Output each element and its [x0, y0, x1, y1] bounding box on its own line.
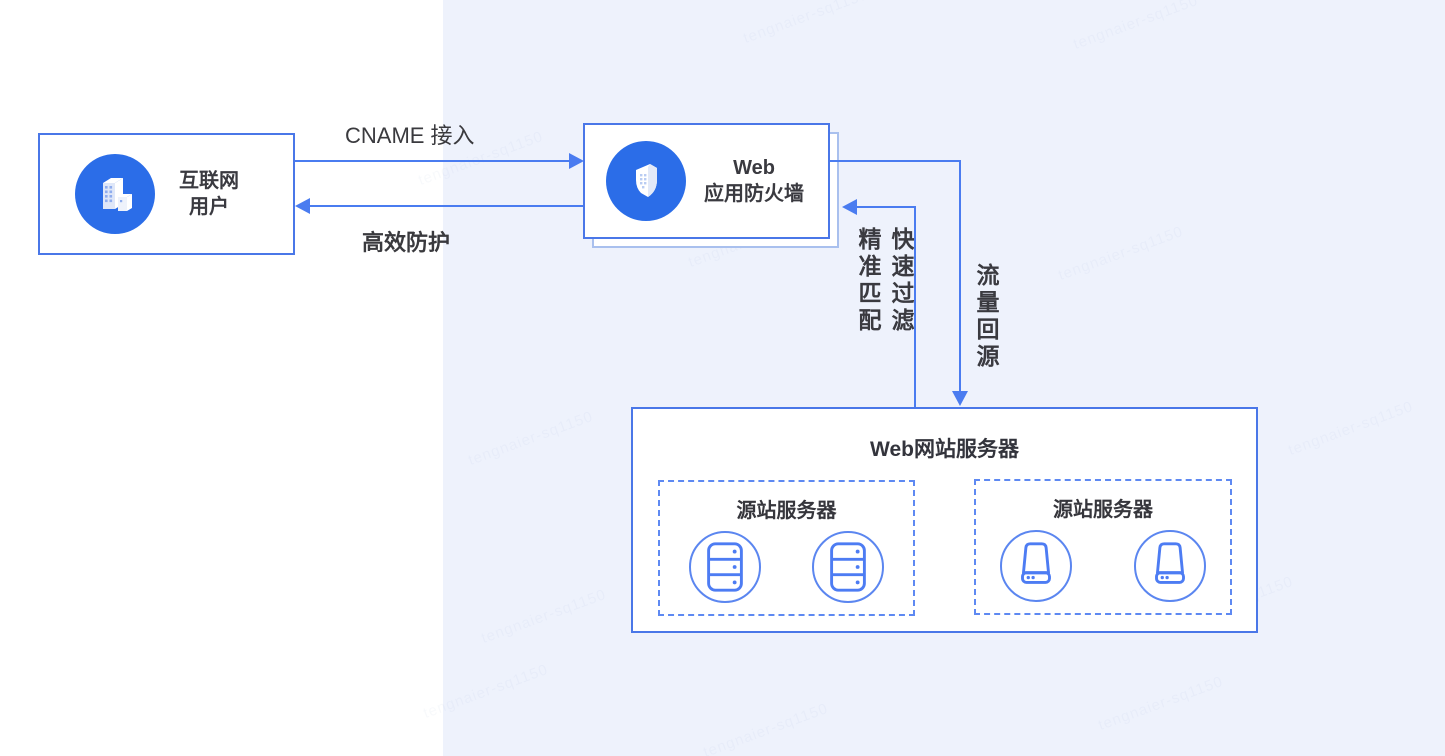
web-server-group-title: Web网站服务器 [870, 438, 1019, 461]
web-server-group-box: Web网站服务器 源站服务器 [631, 407, 1258, 633]
origin-group-label: 源站服务器 [736, 500, 837, 522]
cname-label: CNAME 接入 [345, 123, 475, 148]
server-rack-icon [812, 531, 884, 603]
origin-group-box-2: 源站服务器 [974, 479, 1232, 615]
server-host-icon [1134, 530, 1206, 602]
internet-user-label-line1: 互联网 [179, 170, 239, 192]
server-host-icon [1000, 530, 1072, 602]
arrowhead-protection [295, 198, 310, 214]
origin-group-label: 源站服务器 [1053, 499, 1153, 521]
shield-icon [606, 141, 686, 221]
waf-node: Web 应用防火墙 [583, 123, 830, 239]
background-panel [443, 0, 1445, 756]
upstream-label-precise-match: 精准匹配 [855, 227, 881, 335]
building-icon [75, 154, 155, 234]
upstream-label-fast-filter: 快速过滤 [888, 227, 914, 335]
server-rack-icon [689, 531, 761, 603]
waf-label: Web 应用防火墙 [704, 155, 804, 207]
origin-group-box-1: 源站服务器 [658, 480, 915, 616]
back-to-origin-label: 流量回源 [973, 263, 999, 371]
internet-user-node: 互联网 用户 [38, 133, 295, 255]
waf-label-line2: 应用防火墙 [704, 183, 804, 205]
waf-label-line1: Web [733, 157, 775, 179]
internet-user-label: 互联网 用户 [179, 168, 239, 220]
protection-label: 高效防护 [362, 230, 451, 255]
internet-user-label-line2: 用户 [189, 196, 229, 218]
